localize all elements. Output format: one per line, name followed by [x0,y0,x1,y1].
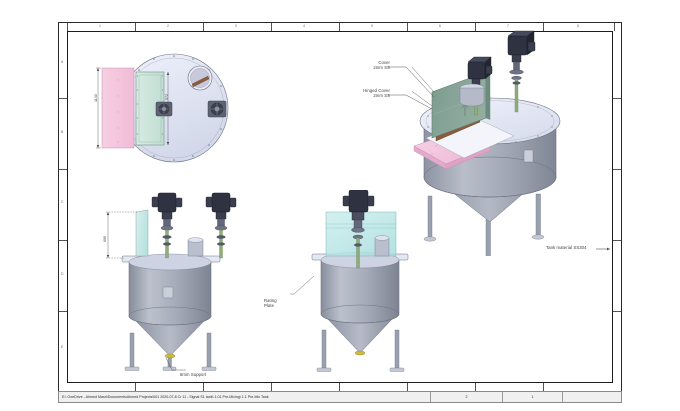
annotation-tank-material: Tank material SS304 [546,245,587,250]
annotation-hinged-cover: Hinged Cover 2mm SS [310,88,390,99]
side-elevation-view [272,189,435,375]
front-motor-1 [151,192,183,259]
zone-label-left-D: D [61,272,64,276]
zone-ruler-left: A B C D E [59,31,67,383]
front-outlet-valve [164,353,176,359]
dim-label-front-height: 690 [103,236,107,242]
zone-label-left-A: A [61,60,64,64]
dim-top-width [96,67,101,149]
front-elevation-view: 690 [100,190,245,375]
motor-mount-top-1 [155,101,173,117]
top-view: 1140 572 [94,46,246,171]
annotation-support: 6mm Support [180,372,207,377]
zone-label-left-C: C [61,200,64,204]
annotation-rating-plate-line2: Plate [264,303,275,309]
front-motor-2 [205,192,237,259]
front-nozzle-riser [187,237,204,257]
annotation-cover-line2: 2mm SS [373,65,390,71]
side-motor [342,189,375,269]
dim-label-top-width: 1140 [94,94,98,102]
annotation-rating-plate-line1: Rating [264,298,277,303]
top-view-svg [96,53,229,163]
zone-label-left-B: B [61,130,64,134]
status-bar-cell-a[interactable]: 2 [431,392,503,402]
dim-front-height [106,211,137,259]
front-support-leader [165,357,186,371]
manhole-port-top [187,65,213,91]
sheet-inner-border [67,31,613,383]
zone-ruler-right [613,31,621,383]
iso-nozzle-riser [459,83,485,107]
side-tank-body [320,259,400,324]
iso-nameplate [523,149,534,163]
zone-label-left-E: E [61,345,64,349]
zone-label-top-3: 3 [235,24,237,28]
front-nameplate [162,286,174,299]
annotation-rating-plate: Rating Plate [264,298,294,309]
zone-label-top-8: 8 [577,24,579,28]
zone-label-top-6: 6 [439,24,441,28]
zone-ruler-top: 1 2 3 4 5 6 7 8 [67,23,615,31]
side-legs [316,329,405,372]
zone-label-top-7: 7 [507,24,509,28]
dim-top-height [166,72,170,145]
front-hinged-cover [135,209,149,257]
front-view-svg [106,192,237,371]
side-outlet-valve [354,350,366,356]
side-view-svg [272,189,409,372]
pink-plate-top [101,67,135,149]
zone-label-top-1: 1 [99,24,101,28]
zone-label-top-2: 2 [167,24,169,28]
annotation-cover-line1: Cover [378,60,390,65]
status-bar-path[interactable]: E:\ OneDrive - Ahmed Masri\Documents\Ahm… [59,392,431,402]
zone-ruler-bottom [67,383,613,391]
isometric-view [412,26,612,265]
isometric-view-svg [413,30,561,265]
status-bar-cell-c[interactable] [563,392,621,402]
zone-label-top-5: 5 [371,24,373,28]
dim-label-top-height: 572 [165,94,169,100]
annotation-hinged-cover-line1: Hinged Cover [363,88,390,93]
side-nozzle-riser [374,235,390,257]
motor-mount-top-2 [207,100,227,118]
zone-label-top-4: 4 [303,24,305,28]
side-rating-plate-leader [272,275,315,295]
annotation-hinged-cover-line2: 2mm SS [373,93,390,99]
iso-motor-2 [507,30,536,113]
annotation-cover: Cover 2mm SS [330,60,390,71]
status-bar-cell-b[interactable]: 1 [503,392,563,402]
status-bar: E:\ OneDrive - Ahmed Masri\Documents\Ahm… [58,391,622,403]
